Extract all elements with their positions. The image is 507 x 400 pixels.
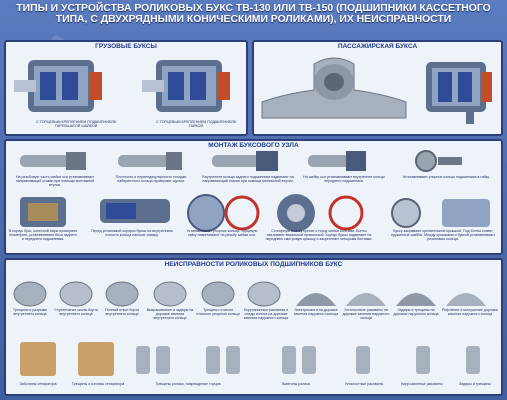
mount-caption: Устанавливают упорное кольцо подшипника … — [402, 175, 490, 179]
mount-panel: МОНТАЖ БУКСОВОГО УЗЛА На резьбовую часть… — [4, 139, 503, 255]
mount-step-9 — [277, 194, 364, 232]
mount-step-8 — [187, 194, 260, 232]
defect-caption: Коррозионные раковины и следы износа на … — [243, 308, 289, 320]
mount-step-5 — [415, 150, 462, 172]
defects-illustration — [13, 281, 486, 376]
passenger-illustration — [261, 57, 492, 124]
mount-caption: Перед установкой корпуса буксы на внутре… — [91, 229, 173, 237]
passenger-box-section — [426, 62, 492, 124]
defect-caption: Усталостные раковины на дорожке качения … — [342, 308, 390, 320]
passenger-panel: ПАССАЖИРСКАЯ БУКСА — [252, 40, 503, 136]
defect-caption: Коррозионные раковины — [401, 382, 443, 386]
cargo-caption-2: С ТОРЦЕВЫМ КРЕПЛЕНИЕМ ПОДШИПНИКОВ ГАЙКОЙ — [156, 120, 236, 128]
defect-caption: Задиры и трещины — [458, 382, 492, 386]
mount-caption: На резьбовую часть шейки оси устанавлива… — [15, 175, 95, 187]
defect-caption: Трещины и изломы сепаратора — [71, 382, 125, 386]
mount-step-2 — [118, 152, 182, 170]
mount-caption: Стопорную планку крепят к торцу шейки бо… — [265, 229, 373, 241]
passenger-header: ПАССАЖИРСКАЯ БУКСА — [337, 43, 418, 50]
defects-header: НЕИСПРАВНОСТИ РОЛИКОВЫХ ПОДШИПНИКОВ БУКС — [164, 261, 343, 268]
mount-step-4 — [308, 151, 366, 171]
mount-illustration — [20, 150, 490, 232]
mount-caption: Устанавливают упорное кольцо. Торцевую г… — [186, 229, 258, 237]
defect-caption: Усталостные раковины — [344, 382, 384, 386]
cargo-box-1 — [14, 60, 102, 112]
defect-caption: Трещины и излом плоского упорного кольца — [196, 308, 240, 316]
defect-row-2 — [20, 342, 480, 376]
defects-panel: НЕИСПРАВНОСТИ РОЛИКОВЫХ ПОДШИПНИКОВ БУКС — [4, 258, 503, 396]
mount-caption: Внутреннее кольцо заднего подшипника над… — [202, 175, 294, 183]
defect-caption: Рифление и шелушение дорожки качения нар… — [442, 308, 498, 316]
page-title: ТИПЫ И УСТРОЙСТВА РОЛИКОВЫХ БУКС ТВ-130 … — [16, 3, 491, 25]
defect-caption: Электроожоги на дорожке качения наружног… — [293, 308, 339, 316]
defect-caption: Полный откол борта внутреннего кольца — [105, 308, 139, 316]
defect-caption: Ступенчатые сколы борта внутреннего коль… — [54, 308, 98, 316]
cargo-box-2 — [142, 60, 230, 112]
mount-step-6 — [20, 197, 66, 227]
cargo-caption-1: С ТОРЦЕВЫМ КРЕПЛЕНИЕМ ПОДШИПНИКОВ ТАРЕЛЬ… — [36, 120, 116, 128]
defect-caption: Трещины ролика, повреждение торцов — [155, 382, 221, 386]
mount-caption: В корпус букс, колесной пары проверяют г… — [8, 229, 78, 241]
cargo-header: ГРУЗОВЫЕ БУКСЫ — [95, 43, 157, 50]
mount-step-10 — [391, 198, 490, 228]
mount-step-1 — [20, 152, 86, 170]
cargo-illustration — [14, 60, 230, 112]
defect-caption: Заболины сепаратора — [19, 382, 57, 386]
mount-caption: На шейку оси устанавливают внутреннее ко… — [303, 175, 385, 183]
mount-step-7 — [100, 199, 170, 223]
cargo-panel: ГРУЗОВЫЕ БУКСЫ С ТОРЦЕВЫМ КРЕПЛЕНИЕМ ПОД… — [4, 40, 248, 136]
defect-caption: Выкрашивание и задиры на дорожке качения… — [146, 308, 194, 320]
defect-caption: Трещины и разрывы внутреннего кольца — [12, 308, 48, 316]
defect-row-1 — [13, 281, 486, 307]
mount-caption: Буксу закрывают крепительной крышкой. По… — [390, 229, 496, 241]
defect-caption: Задиры и трещины на дорожке наружного ко… — [393, 308, 439, 316]
defect-caption: Вмятины ролика — [282, 382, 310, 386]
mount-step-3 — [212, 151, 278, 171]
passenger-box-housing — [261, 57, 407, 119]
mount-header: МОНТАЖ БУКСОВОГО УЗЛА — [208, 142, 299, 149]
mount-caption: Плотность и перпендикулярность посадки л… — [115, 175, 187, 183]
